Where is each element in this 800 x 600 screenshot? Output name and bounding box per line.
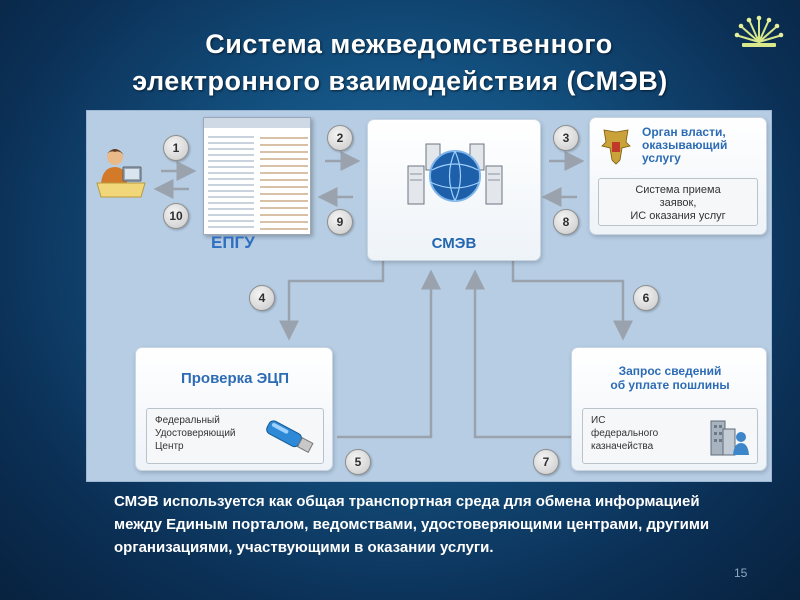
step-10-marker: 10 bbox=[163, 203, 189, 229]
russian-emblem-icon bbox=[601, 129, 631, 165]
fee-heading-line-1: Запрос сведений bbox=[618, 364, 722, 378]
portal-page-icon bbox=[203, 117, 311, 235]
step-2-marker: 2 bbox=[327, 125, 353, 151]
certification-center-box: Федеральный Удостоверяющий Центр bbox=[146, 408, 324, 464]
usb-token-icon bbox=[266, 420, 314, 453]
treasury-line-3: казначейства bbox=[591, 441, 654, 452]
authority-heading-line-2: оказывающий bbox=[642, 138, 728, 152]
fee-heading-line-2: об уплате пошлины bbox=[610, 378, 730, 392]
title-line-2: электронного взаимодействия (СМЭВ) bbox=[132, 66, 668, 96]
diagram-connectors bbox=[153, 151, 633, 439]
treasury-system-box: ИС федерального казначейства bbox=[582, 408, 758, 464]
authority-system-line-3: ИС оказания услуг bbox=[630, 210, 726, 222]
step-1-marker: 1 bbox=[163, 135, 189, 161]
smev-diagram: ЕПГУ СМЭВ bbox=[86, 110, 772, 482]
step-9-marker: 9 bbox=[327, 209, 353, 235]
description-text: СМЭВ используется как общая транспортная… bbox=[114, 493, 710, 556]
center-line-3: Центр bbox=[155, 441, 184, 452]
ecp-heading: Проверка ЭЦП bbox=[180, 370, 290, 387]
treasury-building-icon bbox=[710, 420, 749, 456]
step-3-marker: 3 bbox=[553, 125, 579, 151]
ecp-check-box: Проверка ЭЦП Федеральный Удостоверяющий … bbox=[135, 347, 333, 471]
authority-system-line-1: Система приема bbox=[635, 184, 721, 196]
fee-heading: Запрос сведений об уплате пошлины bbox=[572, 364, 768, 392]
center-line-1: Федеральный bbox=[155, 415, 220, 426]
center-line-2: Удостоверяющий bbox=[155, 428, 236, 439]
fee-request-box: Запрос сведений об уплате пошлины ИС фед… bbox=[571, 347, 767, 471]
epgu-label: ЕПГУ bbox=[211, 233, 255, 252]
authority-system-line-2: заявок, bbox=[659, 197, 697, 209]
step-6-marker: 6 bbox=[633, 285, 659, 311]
smev-label: СМЭВ bbox=[431, 235, 477, 252]
user-at-computer-icon bbox=[96, 149, 146, 198]
title-line-1: Система межведомственного bbox=[205, 29, 613, 59]
authority-system-box: Система приема заявок, ИС оказания услуг bbox=[598, 178, 758, 226]
slide-title: Система межведомственного электронного в… bbox=[20, 26, 780, 100]
sunburst-logo-icon bbox=[734, 15, 784, 47]
step-4-marker: 4 bbox=[249, 285, 275, 311]
step-8-marker: 8 bbox=[553, 209, 579, 235]
treasury-line-2: федерального bbox=[591, 428, 659, 439]
smev-box: СМЭВ bbox=[367, 119, 541, 261]
authority-heading: Орган власти, оказывающий услугу bbox=[642, 126, 762, 165]
servers-globe-icon bbox=[407, 143, 503, 205]
treasury-line-1: ИС bbox=[591, 415, 606, 426]
step-7-marker: 7 bbox=[533, 449, 559, 475]
step-5-marker: 5 bbox=[345, 449, 371, 475]
authority-box: Орган власти, оказывающий услугу Система… bbox=[589, 117, 767, 235]
page-number: 15 bbox=[734, 566, 748, 580]
authority-heading-line-1: Орган власти, bbox=[642, 125, 726, 139]
authority-heading-line-3: услугу bbox=[642, 151, 681, 165]
